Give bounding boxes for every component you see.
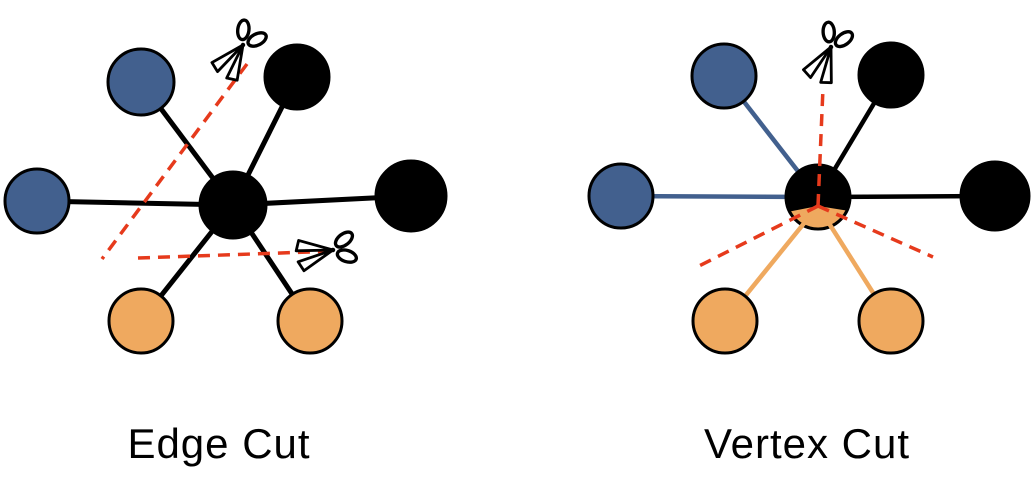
vertex-cut-node-blue-upper-left: [690, 42, 758, 110]
vertex-cut-node-orange-lower-left: [691, 287, 759, 355]
scissors-handle: [833, 30, 855, 49]
vertex-cut-node-black-right: [959, 160, 1031, 232]
edge-cut-node-blue-left: [3, 167, 71, 235]
scissors-pivot: [330, 247, 336, 253]
scissors-blade: [296, 248, 335, 273]
edge-cut-scissors-icon-2: [294, 230, 359, 273]
scissors-blade: [802, 45, 833, 80]
vertex-cut-label: Vertex Cut: [703, 420, 911, 467]
scissors-blade: [225, 43, 245, 82]
edge-cut-node-black-upper-right: [263, 43, 331, 111]
edge-cut-cut-line-2: [137, 249, 338, 260]
vertex-cut-scissors-icon-1: [802, 20, 855, 85]
scissors-handle: [235, 18, 251, 42]
scissors-blade: [819, 45, 833, 85]
scissors-pivot: [240, 42, 246, 48]
scissors-handle: [821, 20, 837, 44]
scissors-handle: [246, 31, 268, 48]
vertex-cut-node-blue-left: [587, 162, 655, 230]
scissors-blade: [210, 43, 245, 74]
edge-cut-graph: [3, 18, 448, 355]
vertex-cut-graph: [587, 20, 1031, 355]
edge-cut-scissors-icon-1: [210, 18, 268, 82]
vertex-cut-node-orange-lower-right: [857, 287, 925, 355]
edge-cut-node-orange-lower-right: [276, 287, 344, 355]
vertex-cut-cut-line-2: [698, 204, 819, 268]
edge-cut-label: Edge Cut: [127, 420, 311, 467]
edge-cut-node-orange-lower-left: [107, 287, 175, 355]
scissors-pivot: [828, 44, 834, 50]
edge-cut-center-node: [198, 170, 268, 240]
scissors-handle: [335, 248, 359, 264]
edge-cut-cut-line-1: [100, 62, 249, 261]
vertex-cut-cut-line-3: [817, 204, 934, 259]
scissors-blade: [294, 239, 335, 253]
edge-cut-node-blue-upper-left: [106, 47, 176, 117]
edge-cut-node-black-right: [374, 159, 448, 233]
scissors-handle: [333, 230, 355, 249]
vertex-cut-node-black-upper-right: [857, 41, 925, 109]
